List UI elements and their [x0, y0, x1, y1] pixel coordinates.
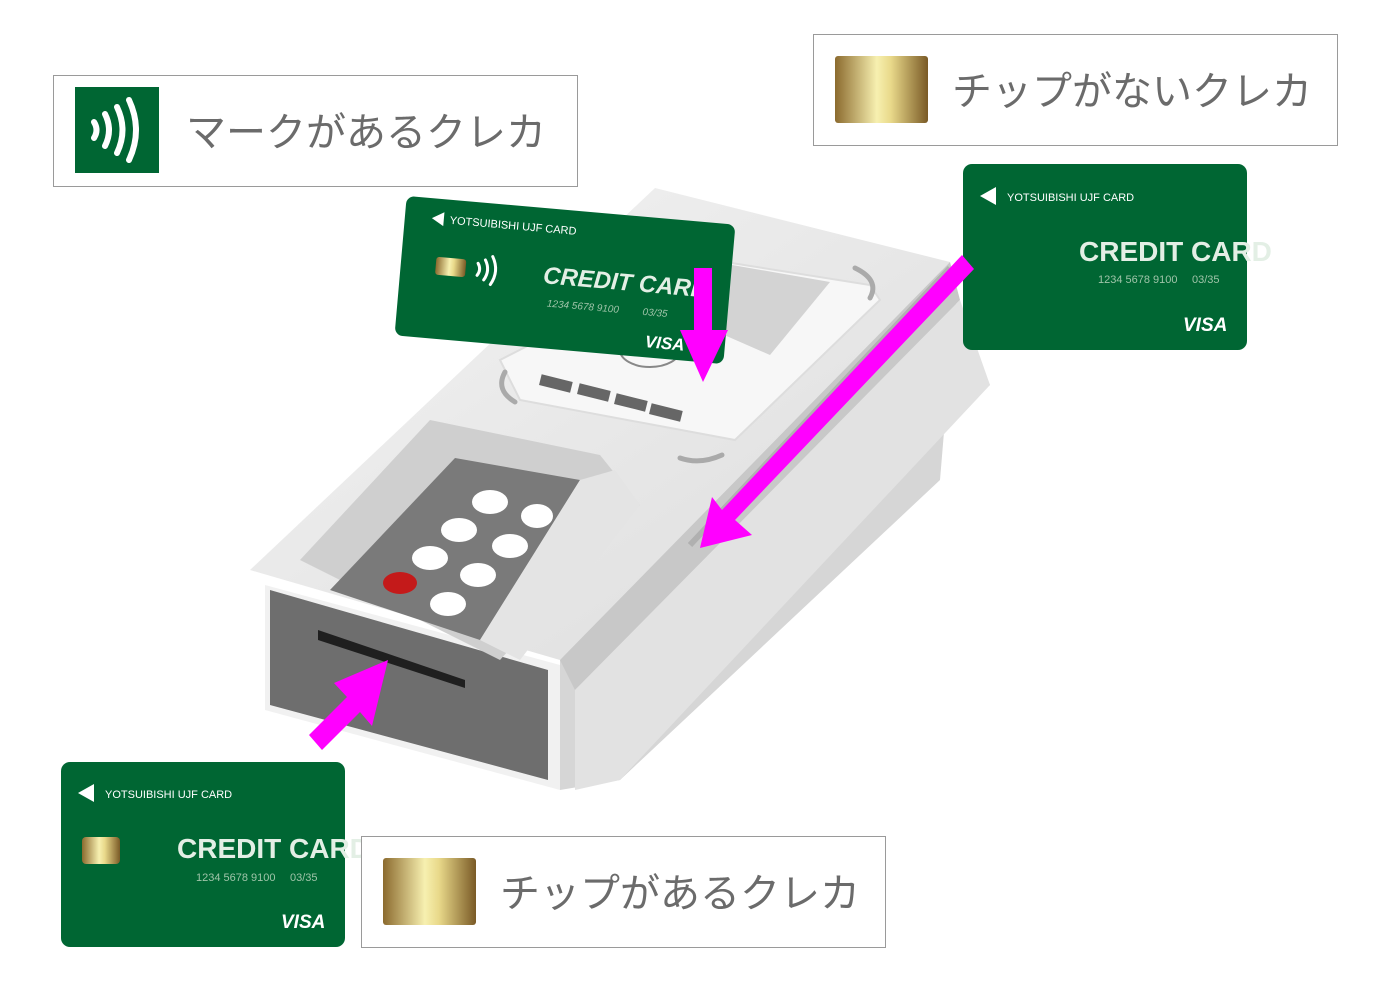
chip-icon [435, 256, 467, 278]
svg-text:チップがあるクレカ: チップがあるクレカ [500, 871, 860, 917]
label-no-chip: チップがないクレカ [813, 34, 1338, 146]
cancel-key [383, 572, 417, 594]
svg-text:YOTSUIBISHI UJF CARD: YOTSUIBISHI UJF CARD [105, 789, 232, 801]
magstripe-card: YOTSUIBISHI UJF CARD CREDIT CARD 1234 56… [963, 164, 1272, 350]
chip-slot [318, 630, 465, 688]
svg-text:1234 5678 9100: 1234 5678 9100 [196, 872, 276, 884]
chip-icon [383, 858, 476, 925]
svg-text:チップがないクレカ: チップがないクレカ [952, 69, 1312, 115]
arrows [309, 255, 974, 750]
svg-text:1234 5678 9100: 1234 5678 9100 [1098, 274, 1178, 286]
svg-text:VISA: VISA [1183, 315, 1227, 336]
keypad-area [330, 458, 580, 640]
svg-text:CREDIT CARD: CREDIT CARD [177, 833, 370, 864]
label-contactless: マークがあるクレカ [53, 75, 578, 187]
svg-text:03/35: 03/35 [1192, 274, 1220, 286]
contactless-icon [475, 255, 498, 287]
tap-arrow [680, 268, 728, 382]
keypad [383, 490, 553, 616]
insert-arrow [309, 660, 388, 750]
contactless-card: YOTSUIBISHI UJF CARD CREDIT CARD 1234 56… [395, 196, 735, 364]
contactless-icon [91, 97, 139, 163]
svg-text:CREDIT CARD: CREDIT CARD [1079, 236, 1272, 267]
label-chip: チップがあるクレカ [361, 836, 886, 948]
swipe-arrow [700, 255, 974, 548]
svg-text:マークがあるクレカ: マークがあるクレカ [186, 110, 546, 156]
svg-text:VISA: VISA [644, 332, 685, 354]
svg-text:03/35: 03/35 [642, 307, 668, 320]
svg-text:03/35: 03/35 [290, 872, 318, 884]
svg-text:YOTSUIBISHI UJF CARD: YOTSUIBISHI UJF CARD [1007, 192, 1134, 204]
svg-text:VISA: VISA [281, 912, 325, 933]
function-keys [539, 374, 683, 422]
chip-icon [82, 837, 120, 864]
chip-icon [835, 56, 928, 123]
chip-card: YOTSUIBISHI UJF CARD CREDIT CARD 1234 56… [61, 762, 370, 947]
